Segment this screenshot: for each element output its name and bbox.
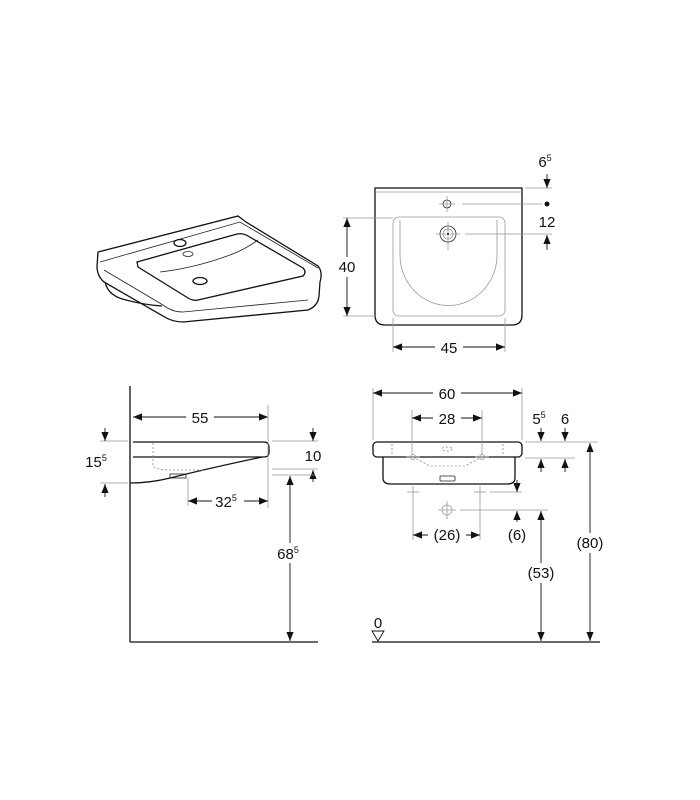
drain-icon <box>436 222 460 250</box>
supply-crosshair-icon <box>407 486 419 498</box>
dim-53: (53) <box>528 565 555 582</box>
dim-68-5: 685 <box>277 545 299 563</box>
top-view: 40 45 65 12 <box>335 153 555 357</box>
dim-45: 45 <box>441 340 458 357</box>
perspective-view <box>96 215 322 323</box>
dim-28: 28 <box>439 411 456 428</box>
dim-15-5: 155 <box>85 453 107 471</box>
dim-80: (80) <box>577 535 604 552</box>
dim-55: 55 <box>192 410 209 427</box>
supply-crosshair-icon <box>474 486 486 498</box>
floor-level-label: 0 <box>374 615 382 632</box>
level-triangle-icon <box>371 630 385 642</box>
dim-60: 60 <box>439 386 456 403</box>
dim-10: 10 <box>305 448 322 465</box>
waste-crosshair-icon <box>438 501 456 519</box>
dim-5-5: 55 <box>532 410 545 428</box>
dim-6-supply: (6) <box>508 527 526 544</box>
dim-12: 12 <box>539 214 556 231</box>
fixing-crosshair-icon <box>475 454 489 460</box>
fixing-crosshair-icon <box>406 454 420 460</box>
dim-6-5: 65 <box>538 153 551 171</box>
dim-40: 40 <box>339 259 356 276</box>
dim-26: (26) <box>434 527 461 544</box>
dim-6: 6 <box>561 411 569 428</box>
front-view: 60 28 55 6 (6) (26) (53) (80) 0 <box>371 384 607 643</box>
dim-32-5: 325 <box>215 493 237 511</box>
tap-hole-icon <box>439 196 455 212</box>
side-view: 55 155 10 325 685 <box>85 386 322 643</box>
